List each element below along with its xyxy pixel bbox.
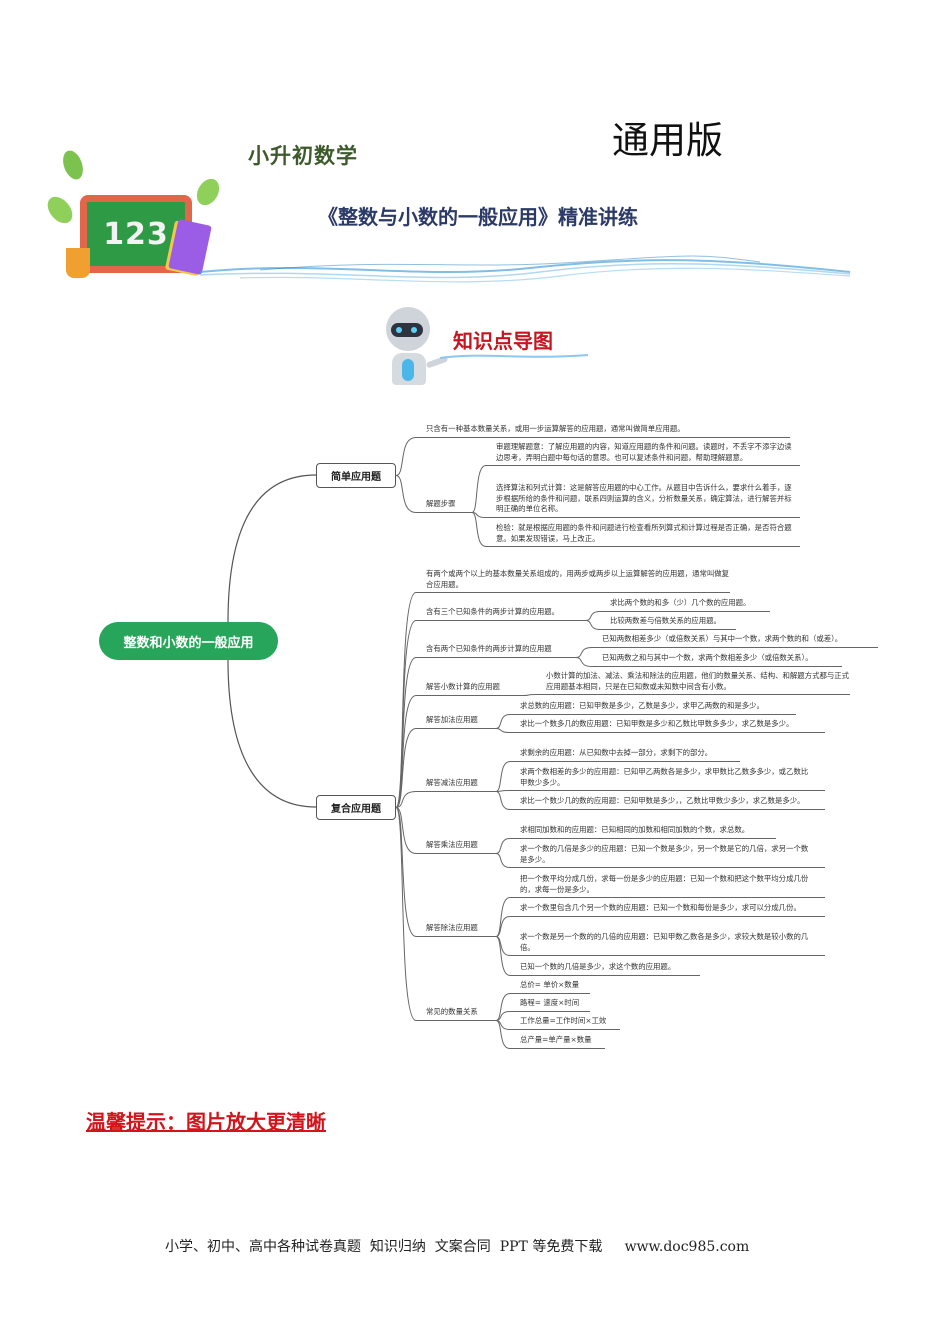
mindmap-connector — [395, 807, 417, 1021]
node-complex-problems: 复合应用题 — [316, 795, 396, 820]
mindmap-connector — [495, 1011, 511, 1021]
branch-item: 求总数的应用题：已知甲数是多少，乙数是多少，求甲乙两数的和是多少。 — [510, 701, 796, 715]
mindmap-connector — [495, 1020, 511, 1049]
section-title: 知识点导图 — [453, 329, 553, 353]
mindmap-connector — [471, 465, 487, 513]
mindmap-connector — [395, 695, 417, 808]
mindmap-connector — [495, 1020, 511, 1030]
branch-item: 把一个数平均分成几份，求每一份是多少的应用题：已知一个数和把这个数平均分成几份的… — [510, 874, 825, 898]
mindmap-root: 整数和小数的一般应用 — [99, 622, 278, 660]
solving-step: 选择算法和列式计算：这是解答应用题的中心工作。从题目中告诉什么，要求什么着手，逐… — [486, 483, 800, 518]
blackboard-illustration: 123 — [42, 147, 224, 280]
badge-digits: 123 — [103, 216, 169, 252]
mindmap-connector — [495, 993, 511, 1021]
mindmap-connector — [575, 657, 593, 667]
mindmap-connector — [395, 807, 417, 937]
formula-item: 总产量=单产量×数量 — [510, 1035, 605, 1049]
branch-division: 解答除法应用题 — [416, 923, 496, 937]
mindmap-connector — [575, 647, 593, 658]
branch-two-conditions: 含有两个已知条件的两步计算的应用题 — [416, 644, 576, 658]
wave-decoration — [200, 255, 851, 283]
solving-step: 检验：就是根据应用题的条件和问题进行检查看所列算式和计算过程是否正确，是否符合题… — [486, 523, 800, 547]
brand-heading: 小升初数学 — [248, 144, 358, 168]
branch-addition: 解答加法应用题 — [416, 715, 496, 729]
formula-item: 路程= 速度×时间 — [510, 998, 590, 1012]
robot-icon — [382, 307, 452, 385]
mindmap-connector — [585, 611, 601, 621]
mindmap-connector — [495, 936, 511, 956]
leaf-decoration-icon — [42, 192, 78, 228]
branch-item: 求一个数里包含几个另一个数的应用题：已知一个数和每份是多少，求可以分成几份。 — [510, 903, 825, 917]
zoom-tip: 温馨提示：图片放大更清晰 — [86, 1110, 326, 1134]
leaf-decoration-icon — [192, 174, 224, 210]
mindmap-connector — [395, 791, 417, 808]
branch-item: 求相同加数和的应用题：已知相同的加数和相同加数的个数，求总数。 — [510, 825, 776, 839]
complex-definition: 有两个或两个以上的基本数量关系组成的，用两步或两步以上运算解答的应用题，通常叫做… — [416, 569, 730, 593]
mindmap-connector — [495, 916, 511, 937]
footer-line: 小学、初中、高中各种试卷真题 知识归纳 文案合同 PPT 等免费下载 www.d… — [165, 1239, 750, 1255]
solving-step: 审题理解题意：了解应用题的内容，知道应用题的条件和问题。读题时，不丢字不添字边读… — [486, 442, 800, 466]
leaf-decoration-icon — [59, 147, 87, 183]
formula-item: 工作总量=工作时间×工效 — [510, 1016, 620, 1030]
mindmap-connector — [395, 807, 417, 854]
mindmap-connector — [471, 512, 487, 547]
branch-subtraction: 解答减法应用题 — [416, 778, 496, 792]
mindmap-connector — [471, 512, 487, 518]
mindmap-connector — [395, 657, 417, 808]
edition-label: 通用版 — [612, 119, 723, 162]
pencil-cup-icon — [66, 248, 90, 278]
mindmap-connector — [495, 838, 511, 854]
branch-item: 求剩余的应用题：从已知数中去掉一部分，求剩下的部分。 — [510, 748, 740, 762]
mindmap-connector — [395, 620, 417, 808]
branch-multiplication: 解答乘法应用题 — [416, 840, 496, 854]
mindmap-connector — [495, 791, 511, 810]
document-title: 《整数与小数的一般应用》精准讲练 — [318, 205, 638, 229]
mindmap-connector — [395, 728, 417, 808]
branch-item: 求一个数的几倍是多少的应用题：已知一个数是多少，另一个数是它的几倍，求另一个数是… — [510, 844, 825, 868]
formula-item: 总价= 单价×数量 — [510, 980, 590, 994]
section-underline-wave — [440, 354, 589, 359]
branch-common-relations: 常见的数量关系 — [416, 1007, 496, 1021]
mindmap-connector — [495, 936, 511, 976]
branch-item: 已知两数相差多少（或倍数关系）与其中一个数，求两个数的和（或差）。 — [592, 634, 878, 648]
branch-item: 求比一个数多几的数应用题：已知甲数是多少和乙数比甲数多多少，求乙数是多少。 — [510, 719, 825, 733]
chalkboard: 123 — [80, 195, 192, 273]
branch-item: 求比一个数少几的数的应用题：已知甲数是多少，，乙数比甲数少多少，求乙数是多少。 — [510, 796, 825, 810]
mindmap-connector — [495, 853, 511, 868]
branch-item: 已知一个数的几倍是多少，求这个数的应用题。 — [510, 962, 700, 976]
mindmap-connector — [395, 475, 417, 513]
branch-decimal: 解答小数计算的应用题 — [416, 682, 524, 696]
mindmap-connector — [495, 790, 511, 792]
mindmap-connector — [523, 694, 537, 696]
node-simple-problems: 简单应用题 — [316, 463, 396, 488]
simple-definition: 只含有一种基本数量关系，或用一步运算解答的应用题，通常叫做简单应用题。 — [416, 424, 790, 438]
mindmap-connector — [495, 728, 511, 733]
branch-item: 已知两数之和与其中一个数，求两个数相差多少（或倍数关系）。 — [592, 653, 842, 667]
node-solving-steps: 解题步骤 — [416, 499, 472, 513]
mindmap-connector — [395, 437, 417, 476]
branch-item: 求两个数相差的多少的应用题：已知甲乙两数各是多少，求甲数比乙数多多少，或乙数比甲… — [510, 767, 825, 791]
mindmap-connector — [495, 714, 511, 729]
mindmap-connector — [495, 761, 511, 792]
branch-item: 求比两个数的和多（少）几个数的应用题。 — [600, 598, 770, 612]
branch-three-conditions: 含有三个已知条件的两步计算的应用题。 — [416, 607, 586, 621]
mindmap-connector — [495, 897, 511, 937]
branch-item: 求一个数是另一个数的的几倍的应用题：已知甲数乙数各是多少，求较大数是较小数的几倍… — [510, 932, 825, 956]
mindmap-connector — [585, 620, 601, 630]
branch-item: 比较两数差与倍数关系的应用题。 — [600, 616, 736, 630]
mindmap-connector — [395, 592, 417, 808]
branch-item: 小数计算的加法、减法、乘法和除法的应用题，他们的数量关系、结构、和解题方式都与正… — [536, 671, 850, 695]
